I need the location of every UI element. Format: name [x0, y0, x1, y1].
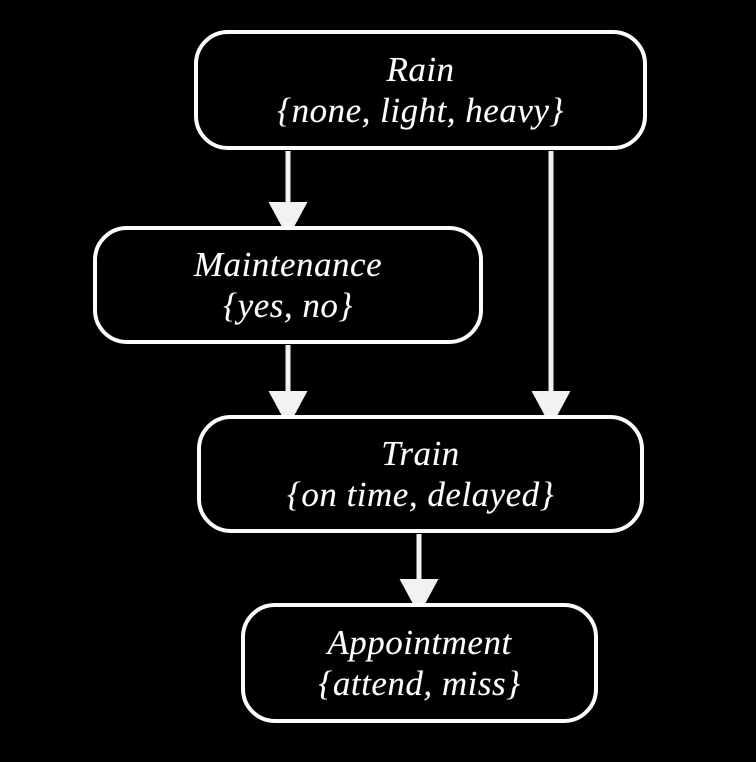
node-appointment[interactable]: Appointment {attend, miss}	[241, 603, 598, 723]
node-train-states: {on time, delayed}	[286, 475, 555, 514]
node-rain[interactable]: Rain {none, light, heavy}	[194, 30, 647, 150]
node-maintenance-name: Maintenance	[193, 244, 383, 284]
node-train-name: Train	[381, 433, 460, 473]
node-appointment-states: {attend, miss}	[318, 664, 521, 703]
node-rain-name: Rain	[386, 49, 455, 89]
node-train[interactable]: Train {on time, delayed}	[197, 415, 644, 533]
node-appointment-name: Appointment	[327, 622, 512, 662]
node-maintenance[interactable]: Maintenance {yes, no}	[93, 226, 483, 344]
node-rain-states: {none, light, heavy}	[277, 91, 564, 130]
node-maintenance-states: {yes, no}	[223, 286, 353, 325]
